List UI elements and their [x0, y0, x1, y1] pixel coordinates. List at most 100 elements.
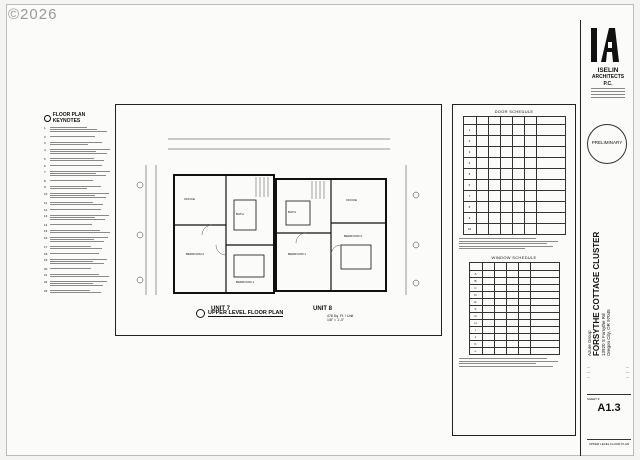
keynote-item: 18 — [44, 252, 111, 256]
schedule-mark: 7 — [462, 190, 477, 202]
keynote-number: 2 — [44, 135, 46, 139]
schedule-mark: C — [468, 284, 483, 292]
schedule-row: H — [468, 319, 560, 327]
schedule-mark: E — [468, 298, 483, 306]
firm-logo-icon — [591, 28, 619, 62]
schedule-row: 2 — [462, 135, 566, 147]
schedule-row: 10 — [462, 223, 566, 235]
schedule-row: A — [468, 270, 560, 278]
plan-scale-text: 1/8" = 1'-0" — [327, 318, 345, 322]
keynote-number: 20 — [44, 267, 48, 271]
schedule-mark: L — [468, 347, 483, 355]
schedule-mark: F — [468, 305, 483, 313]
firm-name-line: ISELIN — [597, 67, 619, 74]
window-schedule-title: WINDOW SCHEDULE — [491, 255, 537, 260]
schedule-mark: 4 — [462, 157, 477, 169]
keynote-number: 15 — [44, 229, 48, 233]
floor-plan-drawing: BEDROOM 2 OFFICE BEDROOM 1 BATH BEDROOM … — [136, 138, 420, 295]
schedule-mark: K — [468, 340, 483, 348]
room-label: BATH — [288, 210, 296, 214]
keynote-item: 9 — [44, 185, 111, 190]
keynote-number: 13 — [44, 214, 48, 218]
project-address-line: Oregon City, OR 97045 — [606, 309, 611, 356]
keynote-item: 19 — [44, 258, 111, 265]
keynote-item: 16 — [44, 236, 111, 243]
schedule-mark: J — [468, 333, 483, 341]
keynote-number: 23 — [44, 289, 48, 293]
sheet-caption: UPPER LEVEL FLOOR PLAN — [587, 439, 631, 446]
schedule-row: K — [468, 340, 560, 348]
view-tag-icon — [196, 309, 205, 318]
room-label: BATH — [236, 212, 244, 216]
firm-name-line: P.C. — [603, 81, 613, 87]
plan-area: 478 Sq. Ft. / Unit — [327, 314, 354, 318]
room-label: BEDROOM 1 — [288, 252, 306, 256]
keynote-number: 16 — [44, 236, 48, 240]
keynote-number: 4 — [44, 148, 46, 152]
schedule-row: 3 — [462, 146, 566, 158]
schedule-mark: 10 — [462, 223, 477, 235]
keynote-item: 17 — [44, 245, 111, 250]
keynote-item: 13 — [44, 214, 111, 221]
keynote-item: 2 — [44, 135, 111, 139]
keynote-item: 14 — [44, 223, 111, 227]
schedule-row: 8 — [462, 201, 566, 213]
schedule-mark: I — [468, 326, 483, 334]
keynote-number: 18 — [44, 252, 48, 256]
keynote-item: 10 — [44, 192, 111, 199]
schedule-mark: B — [468, 277, 483, 285]
schedule-mark: 1 — [462, 124, 477, 136]
schedule-mark: H — [468, 319, 483, 327]
schedule-row: C — [468, 284, 560, 292]
keynote-item: 5 — [44, 157, 111, 162]
schedule-row: 7 — [462, 190, 566, 202]
firm-name: ISELIN ARCHITECTS P.C. — [585, 67, 631, 88]
schedule-row: I — [468, 326, 560, 334]
schedule-row: 4 — [462, 157, 566, 169]
sheet-number: A1.3 — [597, 402, 621, 414]
copyright-watermark: ©2026 — [8, 6, 58, 23]
keynote-number: 7 — [44, 170, 46, 174]
schedule-mark: 5 — [462, 168, 477, 180]
schedule-row: E — [468, 298, 560, 306]
keynotes-header: FLOOR PLAN KEYNOTES — [44, 112, 111, 124]
schedule-mark: A — [468, 270, 483, 278]
keynote-item: 6 — [44, 164, 111, 168]
schedule-mark: 3 — [462, 146, 477, 158]
keynote-number: 11 — [44, 201, 48, 205]
keynote-item: 15 — [44, 229, 111, 234]
keynote-item: 21 — [44, 273, 111, 278]
keynote-item: 22 — [44, 280, 111, 287]
schedule-row: 6 — [462, 179, 566, 191]
keynote-symbol-icon — [44, 114, 51, 122]
project-meta: —— —— —— — [587, 365, 629, 379]
keynote-number: 8 — [44, 179, 46, 183]
keynote-item: 4 — [44, 148, 111, 155]
keynote-number: 3 — [44, 141, 46, 145]
room-label: OFFICE — [184, 197, 195, 201]
sheet-label: SHEET # — [587, 397, 600, 401]
schedule-row: B — [468, 277, 560, 285]
keynote-number: 17 — [44, 245, 48, 249]
plan-title-text: UPPER LEVEL FLOOR PLAN — [208, 310, 284, 317]
room-label: BEDROOM 1 — [236, 280, 254, 284]
schedule-mark: 2 — [462, 135, 477, 147]
room-label: BEDROOM 2 — [186, 252, 204, 256]
project-info: Azure Group FORSYTHE COTTAGE CLUSTER 139… — [587, 231, 631, 356]
door-schedule-title: DOOR SCHEDULE — [494, 109, 534, 114]
keynote-number: 14 — [44, 223, 48, 227]
schedule-row: F — [468, 305, 560, 313]
schedule-row: D — [468, 291, 560, 299]
stamp-text: PRELIMINARY — [591, 140, 623, 145]
schedule-row: 1 — [462, 124, 566, 136]
project-name: FORSYTHE COTTAGE CLUSTER — [592, 231, 601, 356]
schedule-mark: 9 — [462, 212, 477, 224]
keynote-number: 1 — [44, 126, 46, 130]
keynote-item: 20 — [44, 267, 111, 271]
plan-scale: 478 Sq. Ft. / Unit 1/8" = 1'-0" — [327, 314, 353, 322]
room-label: OFFICE — [346, 198, 357, 202]
